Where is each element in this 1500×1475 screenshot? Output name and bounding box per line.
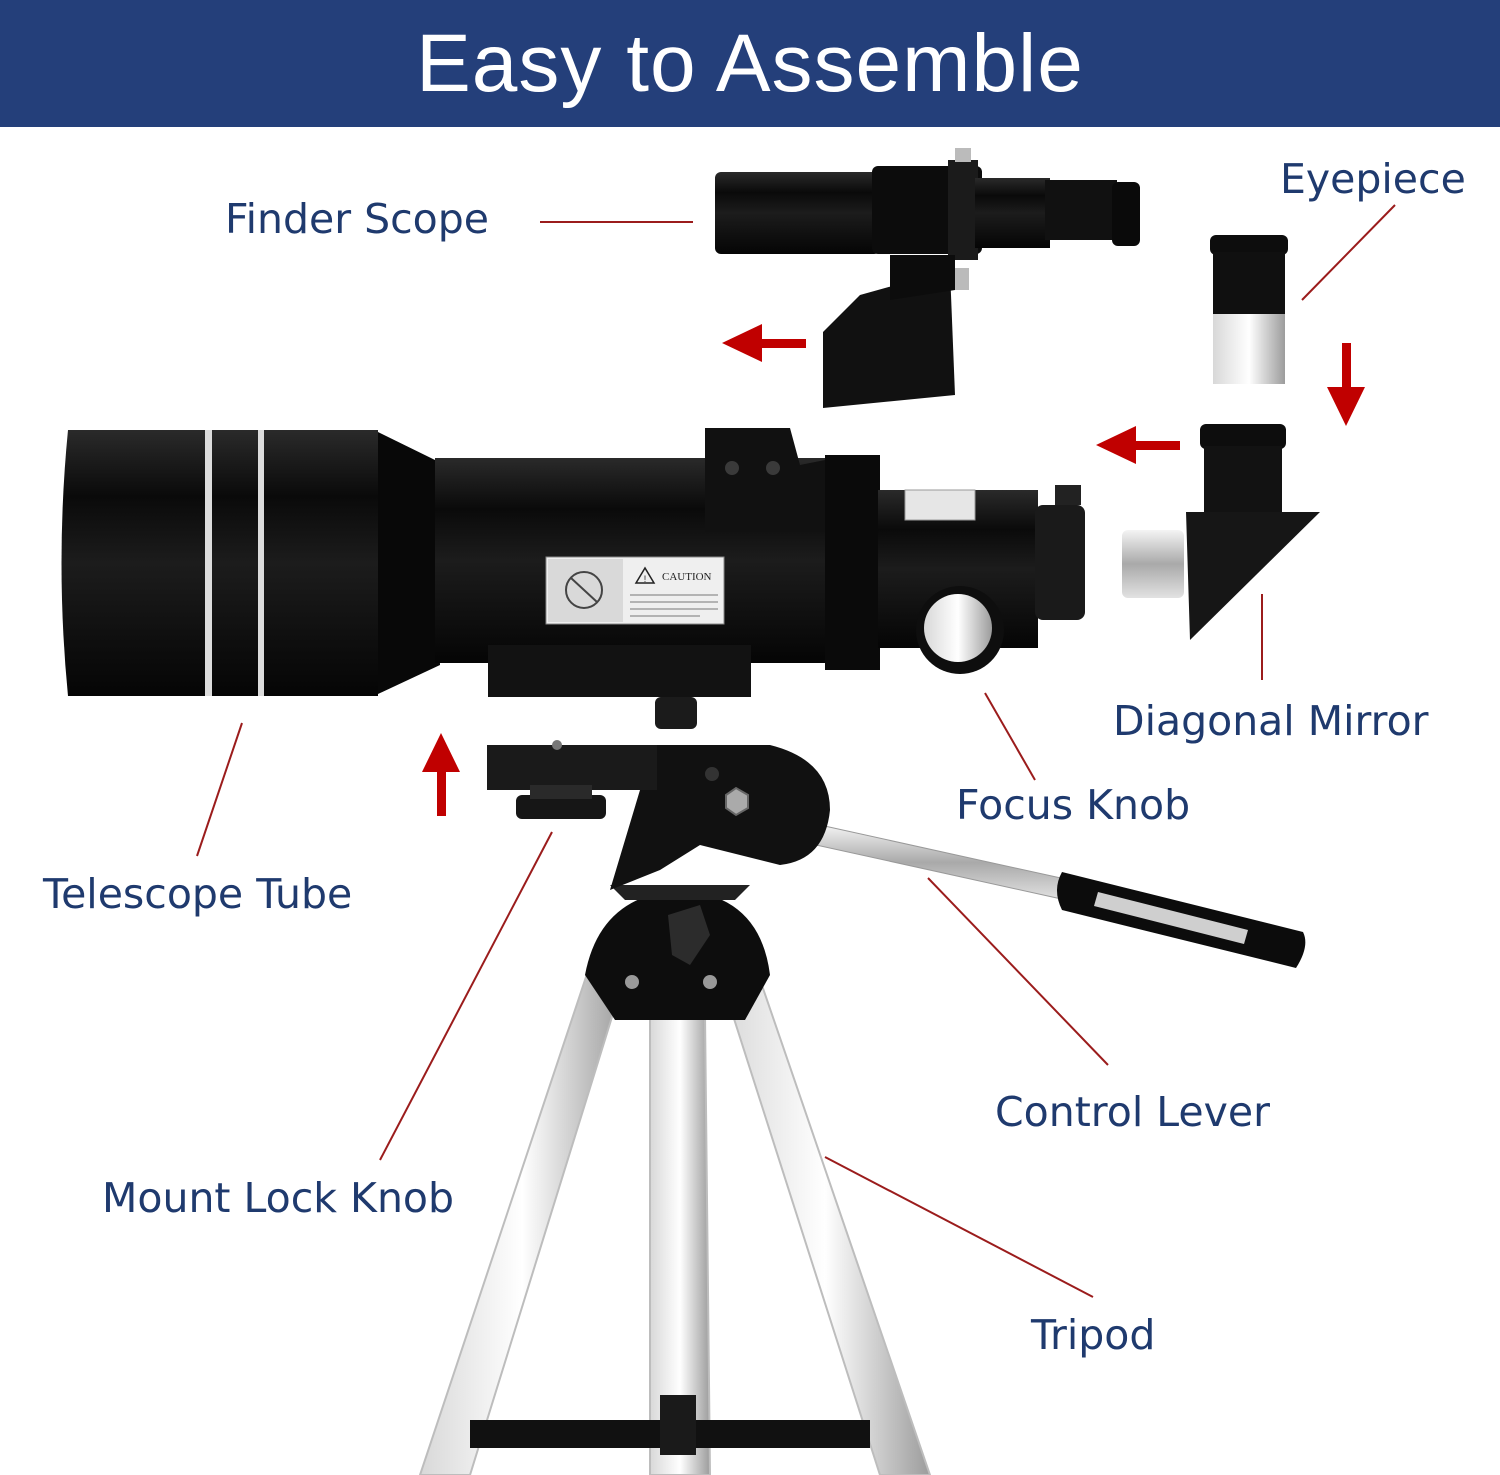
dovetail-rail bbox=[488, 645, 751, 697]
control-lever-label: Control Lever bbox=[995, 1088, 1270, 1136]
eyepiece-leader bbox=[1301, 204, 1396, 301]
diagonal-mirror-label: Diagonal Mirror bbox=[1113, 697, 1429, 745]
page-title: Easy to Assemble bbox=[416, 17, 1084, 109]
tube-mount-arrow bbox=[422, 733, 460, 816]
tripod-leg-right bbox=[718, 963, 932, 1475]
focus-knob-leader bbox=[984, 692, 1036, 781]
telescope-tube-leader bbox=[196, 722, 243, 857]
diagonal-mirror bbox=[1122, 424, 1320, 640]
eyepiece-arrow bbox=[1327, 343, 1365, 426]
eyepiece bbox=[1210, 235, 1288, 384]
caution-heading: CAUTION bbox=[662, 571, 712, 583]
tripod-label: Tripod bbox=[1031, 1311, 1156, 1359]
caution-sticker: ! CAUTION bbox=[545, 556, 725, 625]
control-lever-leader bbox=[927, 877, 1109, 1066]
mount-lock-knob-leader bbox=[379, 831, 553, 1161]
focuser bbox=[878, 485, 1085, 674]
mount-lock-knob bbox=[516, 795, 606, 819]
mount-head bbox=[487, 740, 830, 890]
finder-scope-bracket-base bbox=[705, 428, 825, 532]
svg-text:!: ! bbox=[644, 574, 647, 584]
tripod-leader bbox=[824, 1156, 1094, 1298]
finder-scope-arrow bbox=[722, 324, 806, 362]
eyepiece-label: Eyepiece bbox=[1280, 155, 1466, 203]
focus-knob-label: Focus Knob bbox=[956, 781, 1191, 829]
control-lever bbox=[815, 824, 1306, 968]
mount-lock-knob-label: Mount Lock Knob bbox=[102, 1174, 455, 1222]
finder-scope-bracket bbox=[823, 270, 955, 408]
focus-knob bbox=[916, 586, 1004, 674]
telescope-tube bbox=[61, 428, 880, 729]
tripod bbox=[418, 885, 932, 1475]
assembly-arrows bbox=[422, 324, 1365, 816]
diagonal-mirror-arrow bbox=[1096, 426, 1180, 464]
leader-lines bbox=[196, 204, 1396, 1298]
finder-scope-label: Finder Scope bbox=[225, 195, 490, 243]
finder-scope bbox=[715, 148, 1140, 408]
telescope-tube-label: Telescope Tube bbox=[43, 870, 353, 918]
title-banner: Easy to Assemble bbox=[0, 0, 1500, 127]
